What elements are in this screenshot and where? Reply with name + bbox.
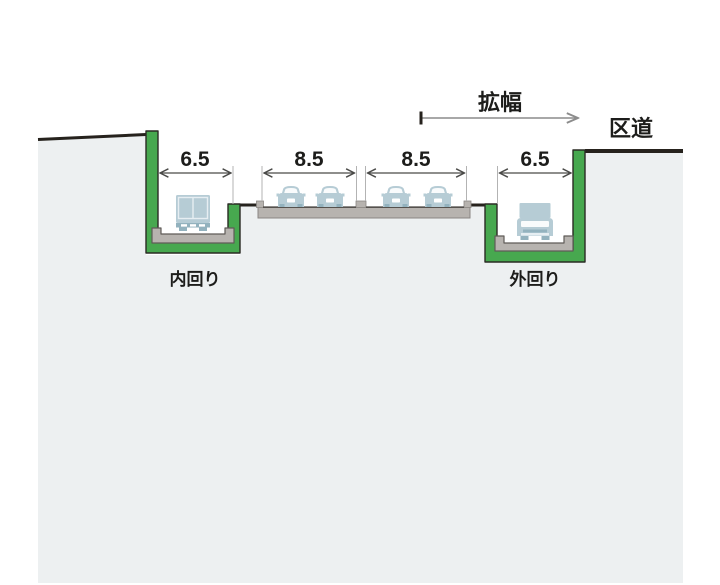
truck-front-icon: [517, 203, 553, 240]
car-icon: [423, 186, 453, 207]
dimension-value-inner: 6.5: [180, 148, 210, 171]
ward-road-label: 区道: [609, 116, 653, 141]
widening-annotation: 拡幅: [419, 90, 578, 125]
deck-left-curb: [256, 200, 264, 208]
center-deck: [256, 200, 472, 219]
deck-median-curb: [355, 200, 367, 208]
ground-section: [38, 134, 683, 583]
car-icon: [276, 186, 306, 207]
inner-loop-label: 内回り: [170, 269, 221, 289]
inner-trench-floor: [151, 227, 235, 244]
ground-surface-line-left: [37, 133, 147, 141]
widening-label: 拡幅: [478, 90, 522, 115]
truck-rear-icon: [176, 195, 210, 231]
dimension-value-center-left: 8.5: [294, 148, 324, 171]
car-icon: [381, 186, 411, 207]
deck-right-curb: [463, 200, 472, 208]
dimension-extension-lines: [232, 166, 498, 204]
outer-loop-label: 外回り: [510, 269, 561, 289]
dimension-value-center-right: 8.5: [401, 148, 431, 171]
outer-trench-floor: [494, 235, 574, 252]
dimension-value-outer: 6.5: [520, 148, 550, 171]
car-icon: [315, 186, 345, 207]
